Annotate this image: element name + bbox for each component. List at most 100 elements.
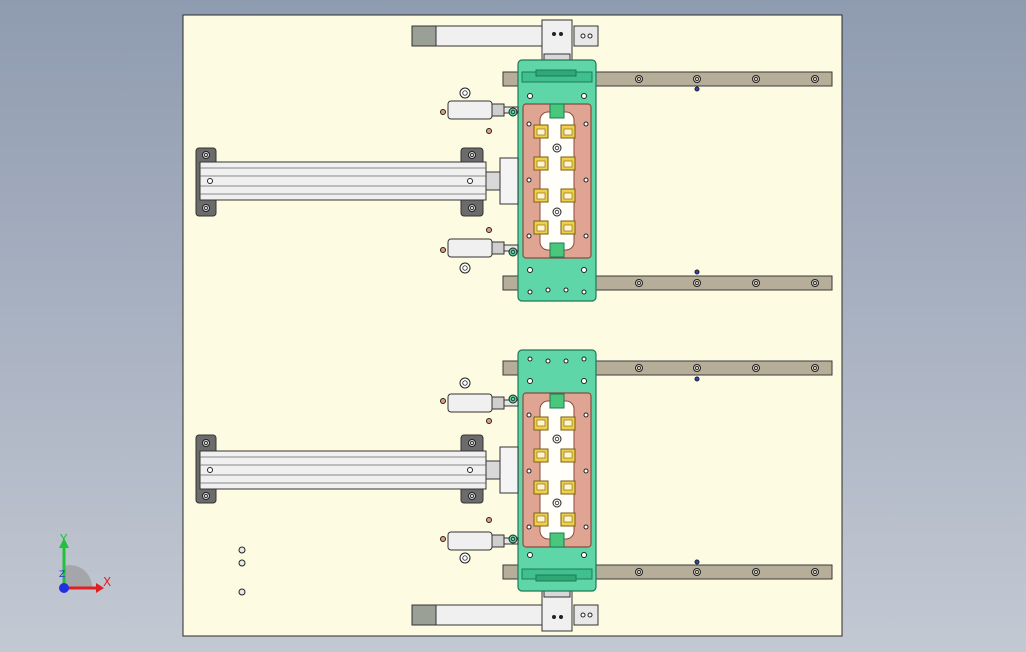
fixture-screw [583,412,589,418]
plate-corner-hole [527,378,533,384]
plate-corner-hole [527,552,533,558]
z-axis-label: Z [59,570,66,580]
rail-bolt-hole-inner [637,570,641,574]
clamp-jaw-face [536,160,546,168]
triad-graphic [59,538,104,593]
rail-marker-dot [694,269,700,275]
rail-bolt-hole-inner [637,366,641,370]
fitting-hole [440,398,446,404]
rail-bolt-hole [752,75,760,83]
slider-bottom [549,393,565,409]
clip-block [573,604,599,626]
side-mount-hole-inner [510,536,516,542]
cylinder-connector [499,157,519,205]
end-cap-bolt [468,492,476,500]
slider-top [549,103,565,119]
fixture-screw [526,121,532,127]
cavity-pin-inner [554,209,560,215]
clamp-jaw-face [536,128,546,136]
rail-bolt-hole-inner [637,77,641,81]
loose-hole [238,546,246,554]
mini-cylinder-body [447,393,493,413]
side-mount-hole-inner [510,249,516,255]
mount-hole [459,377,471,389]
mini-cylinder-head [491,534,505,548]
clamp-jaw-face [563,483,573,491]
plate-slot [535,69,577,77]
rail-bolt-hole [752,279,760,287]
side-mount-hole [508,247,518,257]
end-cap-bolt-inner [204,494,208,498]
rail-bolt-hole-inner [813,366,817,370]
plate-corner-hole [527,93,533,99]
clamp-jaw-face [536,224,546,232]
clamp-jaw-face [536,515,546,523]
clamp-jaw-face [563,515,573,523]
rail-bolt-hole-inner [637,281,641,285]
fixture-screw [526,524,532,530]
plate-hole [581,289,587,295]
end-cap-bolt-inner [470,494,474,498]
plate-hole [545,287,551,293]
clamp-jaw-face [563,160,573,168]
tube-port [467,467,473,473]
rail-bolt-hole-inner [695,281,699,285]
rail-bolt-hole [752,568,760,576]
end-cap-bolt-inner [204,206,208,210]
mount-hole-inner [462,90,468,96]
mini-cylinder-body [447,531,493,551]
clip-hole [587,612,593,618]
pink-hole [486,128,492,134]
rail-bolt-hole-inner [754,77,758,81]
mount-hole-inner [462,265,468,271]
y-axis-label: Y [60,532,68,546]
fixture-module-lower[interactable] [195,349,833,632]
drawing-sheet [182,14,843,637]
pink-hole [486,418,492,424]
rail-bolt-hole [811,568,819,576]
rail-marker-dot [694,559,700,565]
rail-bolt-hole-inner [754,281,758,285]
end-cap-bolt-inner [204,441,208,445]
fixture-screw [583,121,589,127]
plate-hole [545,358,551,364]
rail-bolt-hole-inner [695,77,699,81]
mount-hole [459,87,471,99]
fixture-module-upper[interactable] [195,19,833,302]
clamp-jaw-face [563,192,573,200]
fixture-screw [526,233,532,239]
rail-marker-dot [694,86,700,92]
plate-hole [527,356,533,362]
tube-port [207,178,213,184]
mini-cylinder-body [447,100,493,120]
orientation-triad: Y X Z [40,528,120,600]
bracket-hole [559,615,563,619]
rail-bolt-hole-inner [695,570,699,574]
cavity-pin [552,498,562,508]
plate-slot [535,574,577,582]
mount-hole-inner [462,380,468,386]
bracket-hole [552,32,556,36]
clamp-jaw-face [563,128,573,136]
plate-corner-hole [527,267,533,273]
plate-hole [581,356,587,362]
plate-corner-hole [581,552,587,558]
rail-bolt-hole-inner [754,570,758,574]
end-cap-bolt [468,439,476,447]
arm-end-block [411,604,437,626]
tube-port [207,467,213,473]
loose-hole [238,588,246,596]
end-cap-bolt-inner [470,441,474,445]
clip-hole [580,612,586,618]
cylinder-rod-end [485,460,501,480]
pink-hole [486,227,492,233]
end-cap-bolt [468,151,476,159]
mini-cylinder-head [491,103,505,117]
mini-cylinder-head [491,241,505,255]
tube-port [467,178,473,184]
rail-bolt-hole [693,279,701,287]
side-mount-hole [508,534,518,544]
rail-bolt-hole-inner [813,570,817,574]
